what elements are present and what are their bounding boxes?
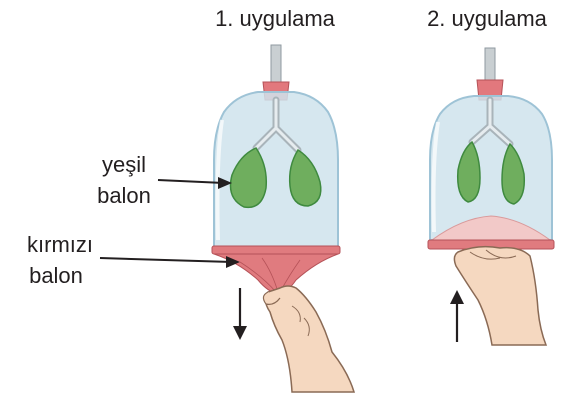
glass-tube-2 — [485, 48, 495, 84]
title-application-1: 1. uygulama — [215, 6, 336, 31]
hand-2-palm — [454, 247, 546, 345]
green-balloon-pointer — [158, 177, 232, 189]
label-red-balloon-line2: balon — [29, 263, 83, 288]
bell-jar-2 — [428, 48, 554, 249]
down-arrow-icon — [233, 288, 247, 340]
label-red-balloon-line1: kırmızı — [27, 232, 93, 257]
title-application-2: 2. uygulama — [427, 6, 548, 31]
up-arrow-icon — [450, 290, 464, 342]
red-balloon-pointer — [100, 256, 240, 268]
glass-tube-1 — [271, 45, 281, 83]
hand-2 — [454, 247, 546, 345]
label-green-balloon-line1: yeşil — [102, 152, 146, 177]
hand-1 — [263, 286, 354, 392]
red-membrane-rim-1 — [212, 246, 340, 254]
bell-jar-1 — [212, 45, 340, 294]
label-green-balloon-line2: balon — [97, 183, 151, 208]
hand-1-palm — [265, 286, 354, 392]
